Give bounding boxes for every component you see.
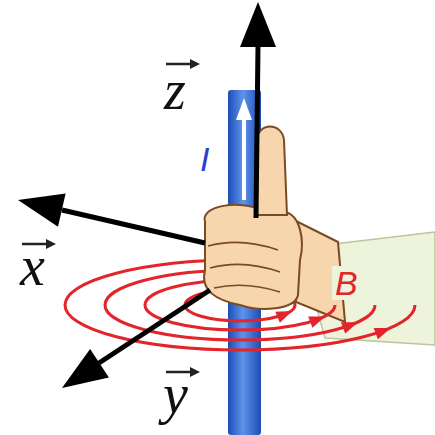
z-axis-head: [240, 2, 276, 47]
axis-label: z: [164, 62, 186, 118]
vector-mark-head: [190, 59, 200, 69]
vector-marks: [22, 59, 200, 377]
thumb: [255, 127, 287, 216]
finger-lines: [208, 243, 280, 292]
vector-mark-head: [46, 239, 56, 249]
field-arrowhead: [308, 317, 325, 328]
fist: [204, 205, 302, 309]
field-arrowheads: [275, 311, 391, 339]
field-ring: [145, 305, 335, 330]
field-arrowhead: [374, 328, 391, 339]
y-axis: [99, 290, 210, 363]
field-arrowhead: [341, 322, 358, 333]
field-ring: [65, 305, 415, 350]
current-arrow: [242, 118, 246, 200]
finger-line: [214, 285, 280, 292]
vector-mark-head: [190, 367, 200, 377]
current-label: I: [200, 142, 209, 176]
axis-label: y: [163, 366, 188, 422]
field-arrowhead: [275, 311, 292, 323]
field-rings-front: [65, 305, 415, 350]
finger-line: [210, 265, 280, 272]
field-label: B: [332, 266, 361, 300]
z-axis: [256, 45, 258, 218]
current-arrowhead: [236, 98, 252, 120]
finger-line: [208, 243, 278, 250]
x-axis-head: [18, 194, 66, 227]
y-axis-head: [62, 349, 109, 388]
x-axis: [62, 210, 205, 243]
axis-label: x: [20, 238, 45, 294]
